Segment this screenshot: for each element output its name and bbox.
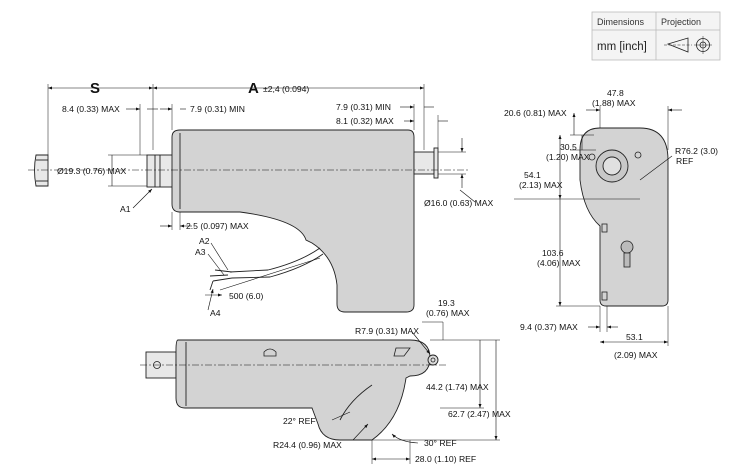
dim-7-9-min-right: 7.9 (0.31) MIN	[336, 102, 391, 112]
dim-44-2: 44.2 (1.74) MAX	[426, 382, 489, 392]
rear-clevis	[34, 154, 49, 187]
dim-8-1-max: 8.1 (0.32) MAX	[336, 116, 394, 126]
rear-tube	[146, 154, 176, 188]
legend-table: Dimensions Projection mm [inch]	[591, 11, 721, 61]
label-a1: A1	[120, 204, 131, 214]
dim-r7-9: R7.9 (0.31) MAX	[355, 326, 419, 336]
dim-7-9-min-left: 7.9 (0.31) MIN	[190, 104, 245, 114]
dim-103-6: 103.6	[542, 248, 564, 258]
dim-47-8: 47.8	[607, 88, 624, 98]
dim-r76-2: R76.2 (3.0)	[675, 146, 718, 156]
dim-9-4: 9.4 (0.37) MAX	[520, 322, 578, 332]
end-view: 47.8 (1.88) MAX 20.6 (0.81) MAX 30.5 (1.…	[504, 88, 718, 360]
dimensions-header: Dimensions	[597, 17, 645, 27]
dim-28: 28.0 (1.10) REF	[415, 454, 476, 464]
front-rod	[413, 151, 435, 175]
dim-53-1-in: (2.09) MAX	[614, 350, 658, 360]
dim-dia-19-3: Ø19.3 (0.76) MAX	[57, 166, 127, 176]
dim-54-1: 54.1	[524, 170, 541, 180]
dim-19-3-in: (0.76) MAX	[426, 308, 470, 318]
dim-53-1: 53.1	[626, 332, 643, 342]
dim-19-3: 19.3	[438, 298, 455, 308]
dim-8-4-max: 8.4 (0.33) MAX	[62, 104, 120, 114]
side-view: S A ±2,4 (0.094) 8.4 (0.33) MAX 7.9 (0.3…	[28, 80, 494, 318]
dim-30-deg: 30° REF	[424, 438, 457, 448]
end-view-body	[579, 127, 669, 307]
dim-62-7: 62.7 (2.47) MAX	[448, 409, 511, 419]
dim-r76-2-ref: REF	[676, 156, 693, 166]
dim-103-6-in: (4.06) MAX	[537, 258, 581, 268]
dim-30-5-in: (1.20) MAX	[546, 152, 590, 162]
dim-r24-4: R24.4 (0.96) MAX	[273, 440, 342, 450]
top-view: 19.3 (0.76) MAX R7.9 (0.31) MAX 44.2 (1.…	[140, 298, 511, 464]
label-a3: A3	[195, 247, 206, 257]
dim-54-1-in: (2.13) MAX	[519, 180, 563, 190]
projection-header: Projection	[661, 17, 701, 27]
label-a2: A2	[199, 236, 210, 246]
actuator-body	[171, 129, 415, 313]
dim-22-deg: 22° REF	[283, 416, 316, 426]
third-angle-projection-icon	[664, 36, 712, 54]
s-label: S	[90, 80, 100, 97]
a-label: A	[248, 80, 259, 97]
cable	[229, 247, 321, 273]
dim-2-5-max: 2.5 (0.097) MAX	[186, 221, 249, 231]
unit-label: mm [inch]	[597, 41, 647, 53]
dim-500: 500 (6.0)	[229, 291, 264, 301]
label-a4: A4	[210, 308, 221, 318]
dim-30-5: 30.5	[560, 142, 577, 152]
dim-dia-16: Ø16.0 (0.63) MAX	[424, 198, 494, 208]
a-tolerance: ±2,4 (0.094)	[263, 84, 309, 94]
dim-20-6: 20.6 (0.81) MAX	[504, 108, 567, 118]
dim-47-8-in: (1.88) MAX	[592, 98, 636, 108]
